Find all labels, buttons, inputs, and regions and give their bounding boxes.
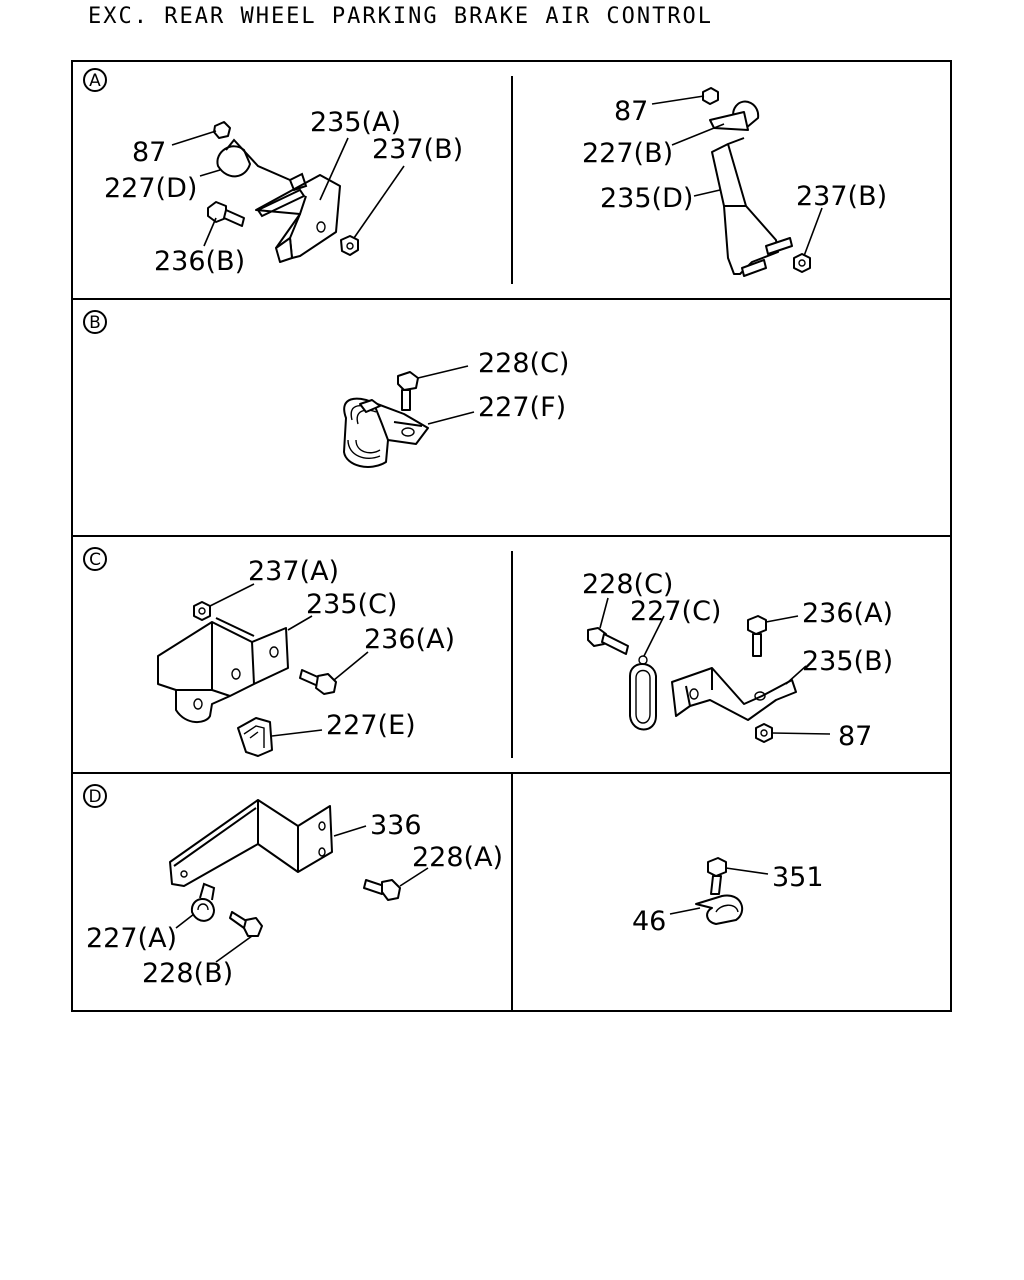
section-a-right-panel: 87 227(B) 235(D) 237(B) <box>582 87 887 277</box>
section-b: B 228(C) 227(F) <box>83 310 569 468</box>
svg-text:A: A <box>89 71 101 91</box>
label-227a: 227(A) <box>86 923 177 954</box>
section-d: D <box>83 784 824 989</box>
diagram-frame <box>71 60 952 1012</box>
section-marker-b: B <box>83 310 107 334</box>
nut-237b-drawing <box>793 253 811 273</box>
section-c-right-panel: 228(C) 227(C) 236(A) 235(B) 87 <box>582 569 893 752</box>
label-87: 87 <box>614 96 648 127</box>
bolt-228a-drawing <box>363 879 401 901</box>
clip-227e-drawing <box>237 717 273 757</box>
label-227f: 227(F) <box>478 392 566 423</box>
bolt-236b-drawing <box>207 201 245 227</box>
page-title: EXC. REAR WHEEL PARKING BRAKE AIR CONTRO… <box>88 4 714 29</box>
studs-drawing <box>741 237 793 277</box>
label-227c: 227(C) <box>630 596 721 627</box>
bracket-235c-drawing <box>157 617 289 723</box>
section-marker-d: D <box>83 784 107 808</box>
bolt-351-drawing <box>707 857 727 895</box>
leader-lines <box>417 365 475 425</box>
section-d-right-panel: 351 46 <box>632 857 824 937</box>
clip-227a-drawing <box>190 882 216 922</box>
label-236b: 236(B) <box>154 246 245 277</box>
label-235d: 235(D) <box>600 183 693 214</box>
label-235c: 235(C) <box>306 589 397 620</box>
bolt-228b-drawing <box>229 911 263 937</box>
label-228c: 228(C) <box>478 348 569 379</box>
bracket-336-drawing <box>169 799 333 887</box>
label-228b: 228(B) <box>142 958 233 989</box>
leader-lines <box>171 130 405 247</box>
label-236a: 236(A) <box>364 624 455 655</box>
clip-227c-drawing <box>629 655 657 731</box>
label-227b: 227(B) <box>582 138 673 169</box>
label-227e: 227(E) <box>326 710 416 741</box>
section-c-left-panel: 237(A) 235(C) 236(A) 227(E) <box>157 556 455 757</box>
label-236a: 236(A) <box>802 598 893 629</box>
label-336: 336 <box>370 810 422 841</box>
label-87: 87 <box>838 721 872 752</box>
label-237b: 237(B) <box>372 134 463 165</box>
clamp-46-drawing <box>695 894 744 925</box>
section-marker-c: C <box>83 547 107 571</box>
section-marker-a: A <box>83 68 107 92</box>
section-c: C <box>83 547 893 757</box>
bolt-236a-drawing <box>747 615 767 657</box>
bracket-235a-drawing <box>255 172 341 263</box>
section-a-left-panel: 87 227(D) 236(B) 235(A) 237(B) <box>104 107 463 277</box>
label-228a: 228(A) <box>412 842 503 873</box>
bolt-236a-drawing <box>299 669 337 695</box>
leader-lines <box>175 825 429 963</box>
clamp-227f-drawing <box>343 397 429 468</box>
section-a: A <box>83 68 887 277</box>
leader-lines <box>651 95 823 257</box>
nut-237a-drawing <box>193 601 211 621</box>
svg-text:B: B <box>89 313 101 333</box>
bolt-228c-drawing <box>397 371 419 411</box>
nut-87-drawing <box>702 87 719 105</box>
label-237a: 237(A) <box>248 556 339 587</box>
label-235a: 235(A) <box>310 107 401 138</box>
svg-text:C: C <box>89 550 101 570</box>
nut-87-drawing <box>213 121 231 139</box>
svg-text:D: D <box>88 787 101 807</box>
label-351: 351 <box>772 862 824 893</box>
clip-227b-drawing <box>709 100 760 131</box>
leader-lines <box>209 583 369 737</box>
label-46: 46 <box>632 906 666 937</box>
bolt-228c-drawing <box>587 627 629 655</box>
clip-227d-drawing <box>216 138 291 181</box>
label-237b: 237(B) <box>796 181 887 212</box>
label-228c: 228(C) <box>582 569 673 600</box>
section-d-left-panel: 336 228(A) 227(A) 228(B) <box>86 799 503 989</box>
label-227d: 227(D) <box>104 173 197 204</box>
label-235b: 235(B) <box>802 646 893 677</box>
bracket-235d-drawing <box>711 137 779 275</box>
nut-87-drawing <box>755 723 773 743</box>
label-87: 87 <box>132 137 166 168</box>
bracket-235b-drawing <box>671 667 797 721</box>
leader-lines <box>669 867 769 915</box>
leader-lines <box>599 597 831 735</box>
nut-237b-drawing <box>340 235 359 256</box>
